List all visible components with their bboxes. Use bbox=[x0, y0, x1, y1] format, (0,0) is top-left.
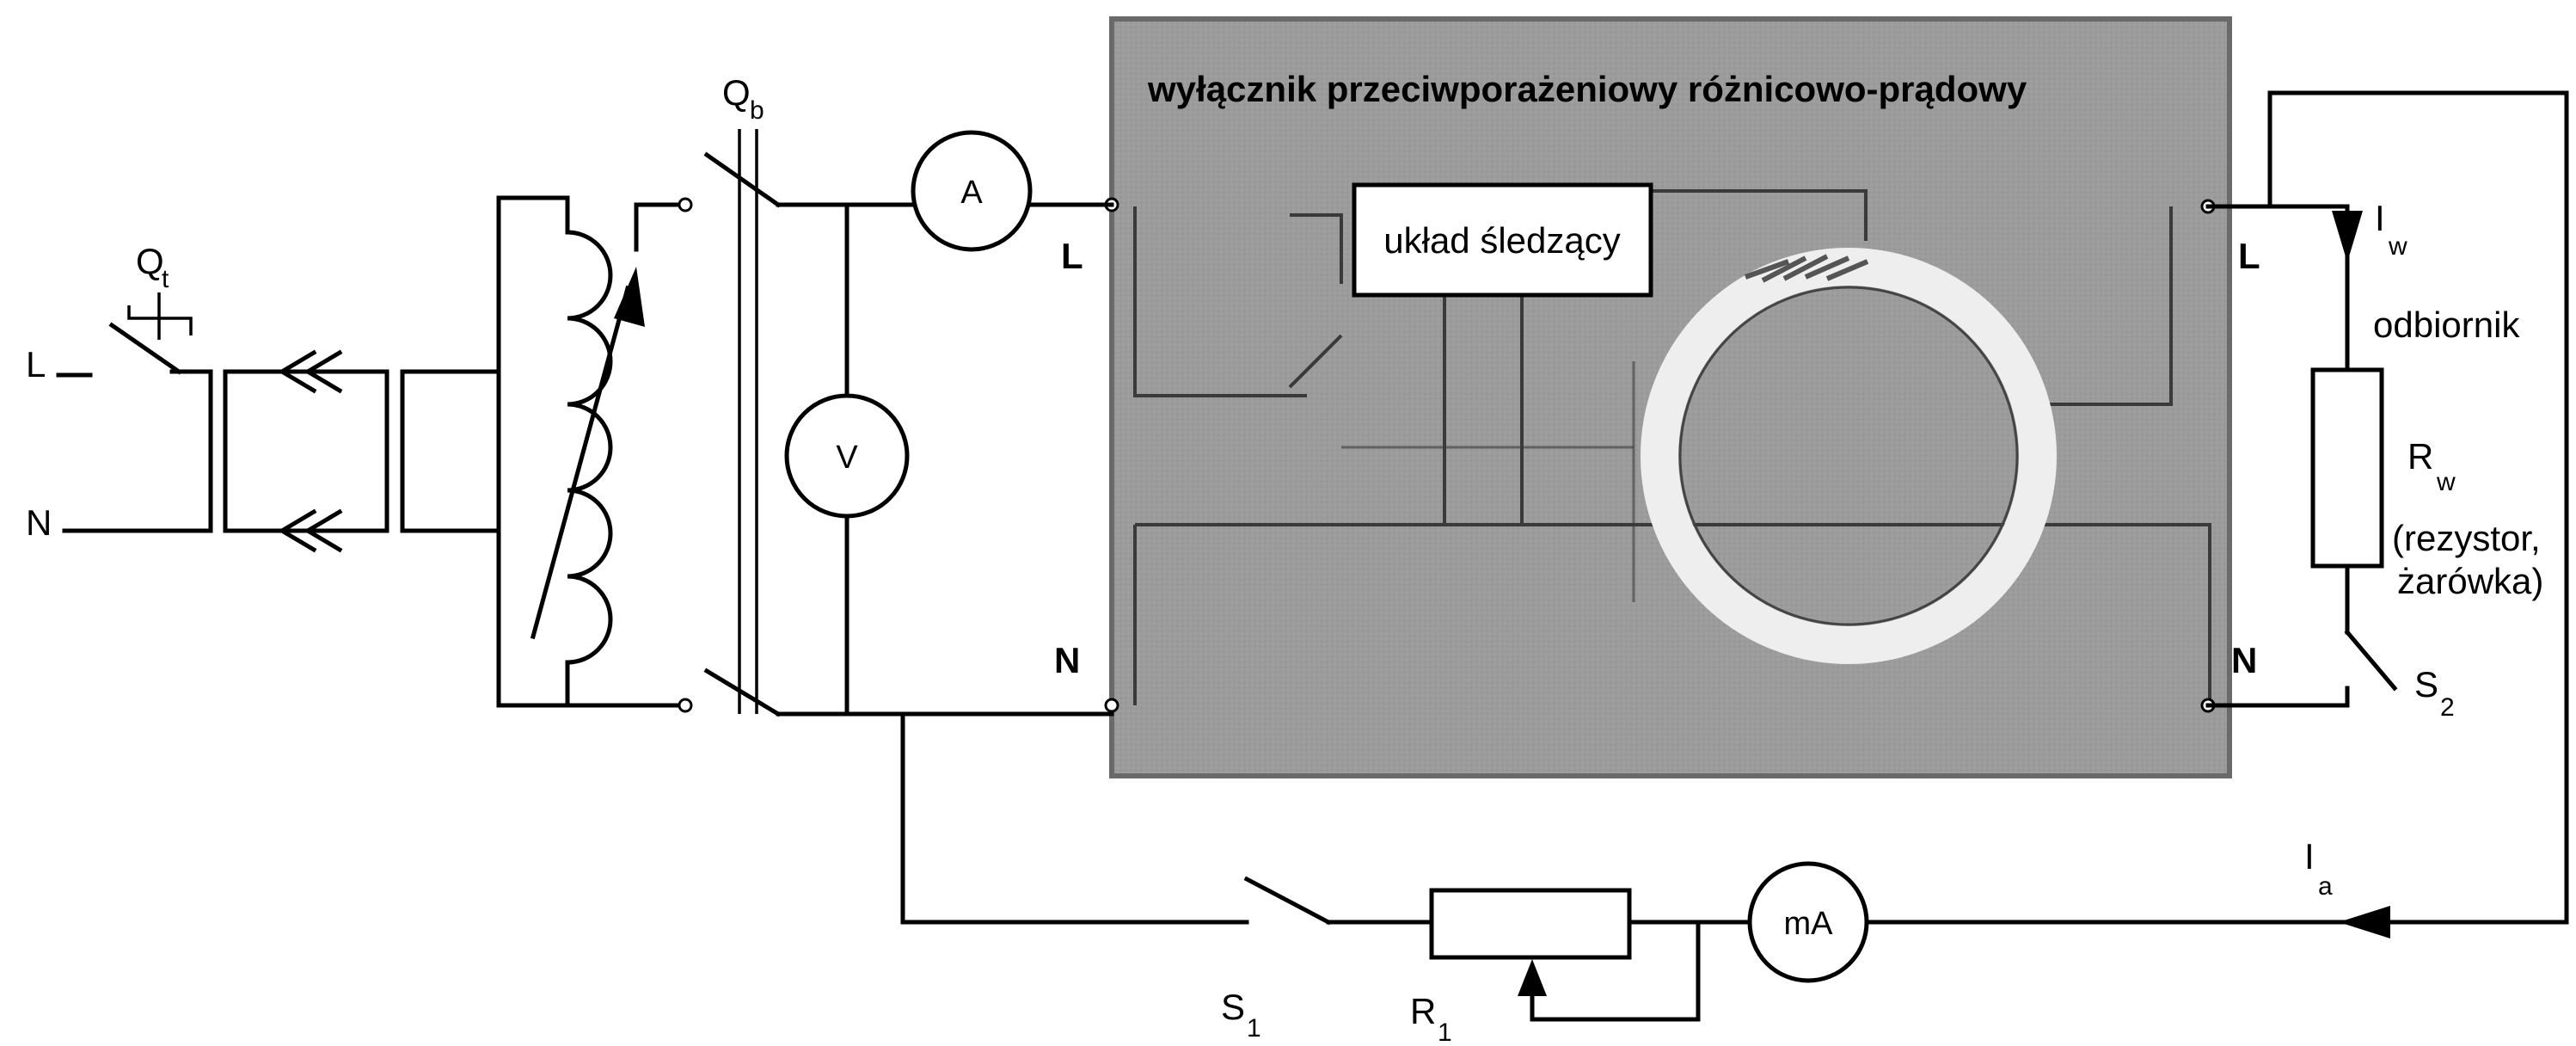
load-note-line2: żarówka) bbox=[2397, 561, 2543, 601]
rcd-terminal-in-l: L bbox=[1061, 236, 1083, 276]
current-ia-sub: a bbox=[2318, 872, 2333, 901]
plug-connector bbox=[223, 349, 501, 553]
test-resistor-r1-sub: 1 bbox=[1438, 1018, 1452, 1046]
rcd-breaker: wyłącznik przeciwporażeniowy różnicowo-p… bbox=[1054, 16, 2260, 778]
load-resistor bbox=[2310, 367, 2384, 569]
switch-s2-label: S bbox=[2414, 664, 2438, 705]
tracking-block-label: układ śledzący bbox=[1383, 220, 1620, 261]
load-resistor-label: R bbox=[2407, 436, 2433, 477]
switch-qt: Q t bbox=[108, 241, 228, 533]
current-transformer-winding bbox=[1744, 254, 1869, 283]
switch-s2-sub: 2 bbox=[2440, 693, 2455, 722]
current-iw-label: I bbox=[2375, 198, 2385, 238]
test-resistor-r1-label: R bbox=[1410, 991, 1436, 1031]
milliammeter-label: mA bbox=[1784, 906, 1834, 942]
measurement-instruments: A V bbox=[784, 130, 1114, 717]
switch-s1-label: S bbox=[1221, 987, 1245, 1027]
current-iw-arrow bbox=[2332, 211, 2363, 262]
load-name: odbiornik bbox=[2373, 305, 2520, 345]
switch-qt-label: Q bbox=[136, 241, 164, 281]
tracking-block bbox=[1352, 182, 1653, 298]
current-transformer-inner-edge bbox=[1678, 286, 2019, 626]
test-resistor-r1 bbox=[1429, 888, 1632, 960]
rcd-terminal-out-n: N bbox=[2231, 640, 2257, 680]
rcd-title: wyłącznik przeciwporażeniowy różnicowo-p… bbox=[1147, 69, 2027, 109]
test-circuit: S 1 R 1 mA I a bbox=[900, 90, 2569, 1046]
load-resistor-sub: w bbox=[2436, 468, 2456, 496]
switch-qb-label: Q bbox=[722, 72, 751, 113]
current-iw-sub: w bbox=[2388, 232, 2407, 261]
autotransformer bbox=[496, 195, 682, 708]
current-transformer-ring bbox=[1641, 248, 2057, 664]
load-note-line1: (rezystor, bbox=[2392, 518, 2541, 558]
supply-line-n-label: N bbox=[26, 502, 52, 543]
ammeter bbox=[911, 130, 1033, 252]
rcd-terminal-out-l: L bbox=[2238, 236, 2260, 276]
switch-s1 bbox=[1243, 876, 1332, 926]
supply-line-l-label: L bbox=[26, 344, 46, 385]
switch-s2 bbox=[2344, 629, 2398, 692]
rcd-inner-wiring bbox=[1133, 189, 2211, 705]
r1-wiper-arrow bbox=[1518, 959, 1547, 996]
voltmeter bbox=[784, 393, 910, 519]
supply-lines: L N bbox=[26, 344, 213, 543]
voltmeter-label: V bbox=[836, 440, 858, 476]
switch-qb: Q b bbox=[678, 72, 1114, 717]
ammeter-label: A bbox=[960, 175, 983, 211]
tap-arrow bbox=[614, 267, 645, 327]
rcd-terminal-in-n: N bbox=[1054, 640, 1080, 680]
load-circuit: I w odbiornik R w (rezystor, żarówka) S … bbox=[2205, 198, 2543, 722]
switch-qt-sub: t bbox=[162, 265, 169, 293]
switch-s1-sub: 1 bbox=[1247, 1014, 1261, 1043]
switch-qb-sub: b bbox=[750, 96, 764, 125]
current-ia-arrow bbox=[2339, 906, 2390, 938]
current-ia-label: I bbox=[2304, 836, 2315, 877]
terminal-in-n-dot bbox=[1104, 698, 1119, 713]
